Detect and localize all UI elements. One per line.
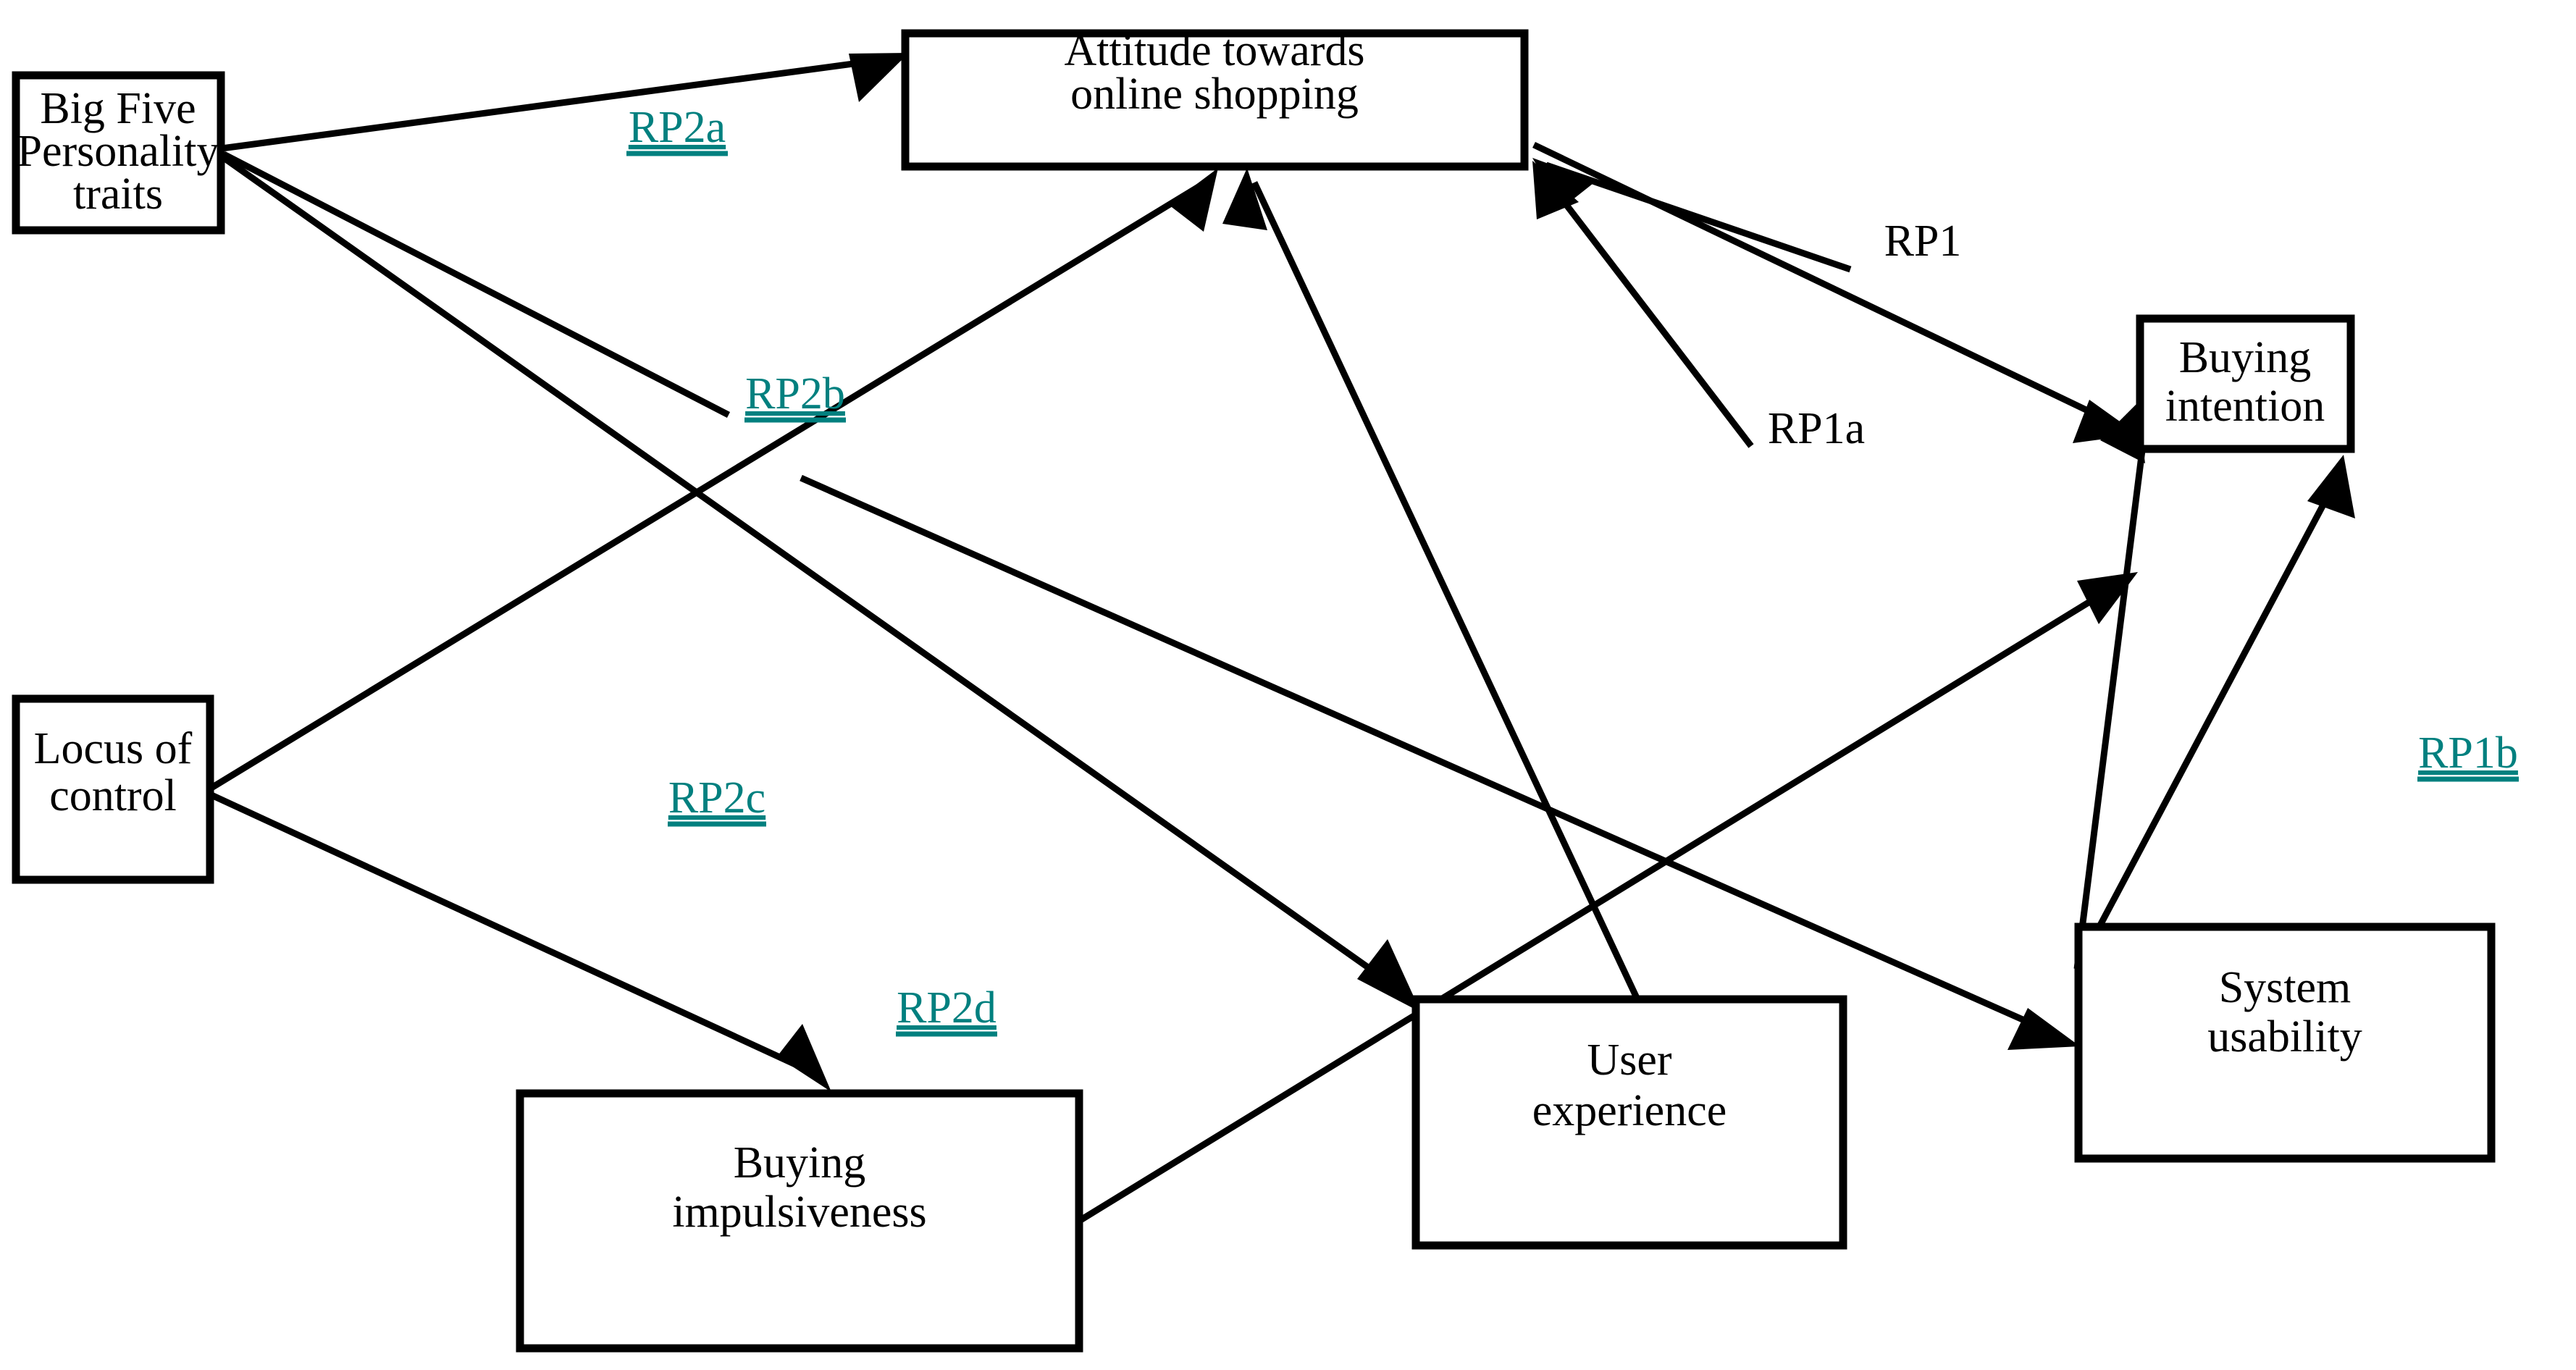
edge-locus-to-buying-impulsiveness <box>210 791 831 1092</box>
edge-label-rp2a: RP2a <box>626 103 728 156</box>
edge-attitude-to-system-usability <box>800 474 2080 1050</box>
edge-label-rp2d: RP2d <box>896 983 997 1037</box>
node-label-line: traits <box>73 169 163 219</box>
edge-label-rp2c: RP2c <box>668 773 766 827</box>
edge-label-text: RP2c <box>668 773 765 823</box>
edge-attitude-to-buying-intention <box>1532 141 2138 443</box>
node-label-line: Buying <box>734 1138 866 1188</box>
node-label-line: intention <box>2165 382 2325 431</box>
node-buying-intention[interactable]: Buying intention <box>2136 314 2355 453</box>
edge-system-usability-to-attitude-rp1 <box>1532 158 1852 273</box>
node-label-line: User <box>1587 1035 1671 1085</box>
node-locus-of-control[interactable]: Locus of control <box>12 694 214 884</box>
edge-label-text: RP1 <box>1884 217 1962 266</box>
edge-system-usability-to-buying-intention <box>2074 455 2355 971</box>
node-big-five-personality-traits[interactable]: Big Five Personality traits <box>12 71 225 235</box>
node-label-line: Locus of <box>34 724 193 773</box>
edge-label-text: RP2a <box>629 103 726 152</box>
edge-label-rp2b: RP2b <box>744 369 846 423</box>
node-buying-impulsiveness[interactable]: Buying impulsiveness <box>516 1089 1083 1353</box>
node-label-line: System <box>2219 963 2351 1012</box>
edge-big-five-to-attitude <box>221 53 909 152</box>
node-attitude-towards-online-shopping[interactable]: Attitude towards online shopping <box>901 26 1529 171</box>
node-label-line: impulsiveness <box>672 1188 926 1237</box>
edge-big-five-stub-rp2b <box>222 151 731 418</box>
edge-label-text: RP1a <box>1768 404 1865 453</box>
node-label-line: control <box>49 771 177 820</box>
node-system-usability[interactable]: System usability <box>2074 923 2496 1163</box>
node-user-experience[interactable]: User experience <box>1411 995 1847 1250</box>
edge-label-rp1: RP1 <box>1884 217 1962 266</box>
edge-locus-to-attitude <box>209 168 1218 791</box>
node-label-line: experience <box>1532 1086 1727 1135</box>
edge-label-rp1b: RP1b <box>2417 728 2519 782</box>
node-label-line: Personality <box>17 127 219 176</box>
node-label-line: Attitude towards <box>1065 26 1365 75</box>
edge-label-text: RP1b <box>2418 728 2518 778</box>
node-label-line: Buying <box>2179 333 2312 382</box>
edge-system-usability-to-buying-intention-left <box>2073 403 2149 970</box>
node-label-line: usability <box>2207 1012 2362 1062</box>
edge-user-experience-to-attitude <box>1222 168 1640 999</box>
edge-label-text: RP2d <box>897 983 997 1033</box>
edge-big-five-to-user-experience <box>222 155 1421 1012</box>
edge-label-rp1a: RP1a <box>1768 404 1865 453</box>
edge-label-text: RP2b <box>745 369 845 419</box>
node-label-line: online shopping <box>1070 70 1359 119</box>
node-label-line: Big Five <box>40 84 196 133</box>
